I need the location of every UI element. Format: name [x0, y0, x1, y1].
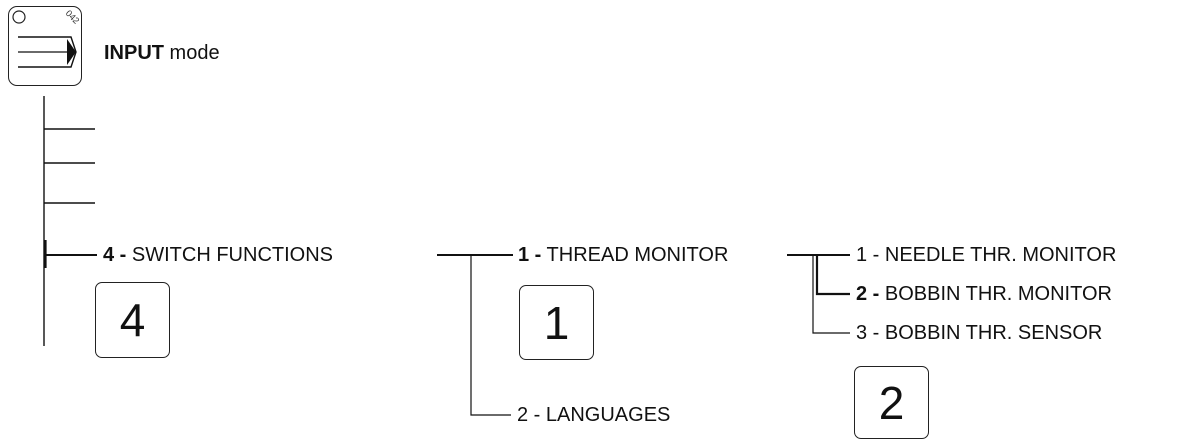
menu-item-label: BOBBIN THR. MONITOR [879, 283, 1112, 305]
menu-item-label: NEEDLE THR. MONITOR [879, 244, 1117, 266]
menu-item-label: SWITCH FUNCTIONS [126, 244, 333, 266]
menu-item-needle-thr-monitor[interactable]: 1 - NEEDLE THR. MONITOR [856, 243, 1116, 267]
menu-item-number: 2 - [856, 283, 880, 305]
menu-item-languages[interactable]: 2 - LANGUAGES [517, 403, 670, 427]
menu-item-number: 2 - [517, 404, 541, 426]
menu-item-number: 1 - [518, 244, 542, 266]
mode-title-rest: mode [164, 42, 220, 64]
menu-item-label: BOBBIN THR. SENSOR [879, 322, 1103, 344]
menu-item-bobbin-thr-monitor[interactable]: 2 - BOBBIN THR. MONITOR [856, 282, 1112, 306]
menu-item-number: 3 - [856, 322, 880, 344]
menu-item-thread-monitor[interactable]: 1 - THREAD MONITOR [518, 243, 728, 267]
key-1[interactable]: 1 [519, 285, 594, 360]
input-mode-icon[interactable]: 042 [8, 6, 82, 86]
mode-title: INPUT mode [104, 41, 220, 65]
key-4[interactable]: 4 [95, 282, 170, 358]
menu-item-number: 1 - [856, 244, 880, 266]
menu-item-label: THREAD MONITOR [541, 244, 729, 266]
menu-item-switch-functions[interactable]: 4 - SWITCH FUNCTIONS [103, 243, 333, 267]
menu-item-label: LANGUAGES [540, 404, 671, 426]
menu-item-number: 4 - [103, 244, 127, 266]
key-2[interactable]: 2 [854, 366, 929, 439]
mode-title-bold: INPUT [104, 42, 164, 64]
menu-item-bobbin-thr-sensor[interactable]: 3 - BOBBIN THR. SENSOR [856, 321, 1102, 345]
arrow-right-icon [12, 10, 77, 68]
